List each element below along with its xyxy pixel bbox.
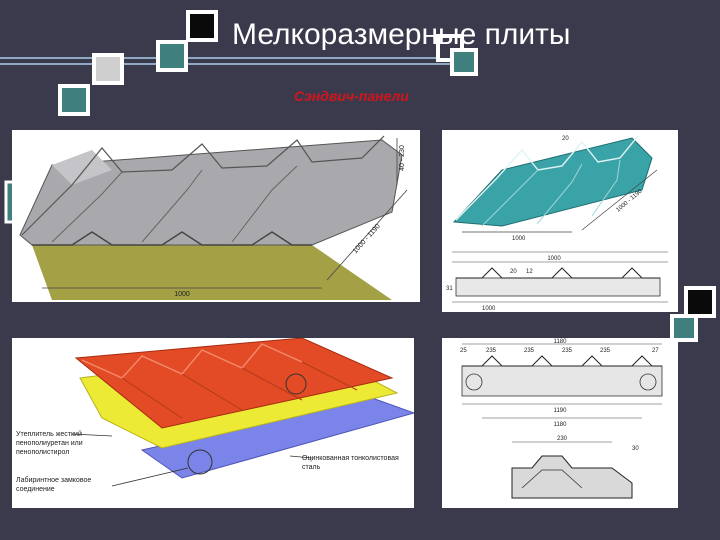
dim-total-top: 1180 (554, 339, 568, 345)
slide-subtitle: Сэндвич-панели (294, 88, 409, 104)
dim-section-b: 12 (526, 269, 533, 275)
dim-width: 1000 - 1190 (352, 223, 382, 255)
dim-section-total: 1190 (554, 408, 568, 414)
dim-c: 235 (524, 348, 535, 354)
figure-grey-panel: 40 - 230 1000 - 1190 1000 (12, 130, 420, 302)
slide-title: Мелкоразмерные плиты (232, 18, 571, 51)
dim-e: 235 (600, 348, 611, 354)
dim-thickness: 40 - 230 (399, 145, 406, 171)
figure-teal-panel: 20 1000 - 1190 1000 1000 20 12 31 1000 (442, 130, 678, 312)
dim-section-a: 20 (510, 269, 517, 275)
figure-section-drawing: 1180 25 235 235 235 235 27 1190 1180 230… (442, 338, 678, 508)
dim-section-total: 1000 (482, 306, 496, 312)
dim-length: 1000 (174, 291, 190, 298)
dim-inner: 1180 (554, 422, 568, 428)
dim-joint-b: 30 (632, 446, 639, 452)
dim-f: 27 (652, 348, 659, 354)
label-insulation: Утеплитель жесткий пенополиуретан или пе… (16, 431, 83, 456)
dim-length: 1000 (512, 236, 526, 242)
dim-d: 235 (562, 348, 573, 354)
dim-top: 20 (562, 136, 569, 142)
dim-section-width: 1000 (547, 256, 561, 262)
label-lock-joint: Лабиринтное замковое соединение (16, 477, 92, 493)
label-steel: Оцинкованная тонколистовая сталь (302, 455, 399, 471)
dim-a: 25 (460, 348, 467, 354)
dim-joint: 230 (557, 436, 568, 442)
dim-b: 235 (486, 348, 497, 354)
dim-section-c: 31 (446, 286, 453, 292)
figure-layered-panel: Утеплитель жесткий пенополиуретан или пе… (12, 338, 414, 508)
